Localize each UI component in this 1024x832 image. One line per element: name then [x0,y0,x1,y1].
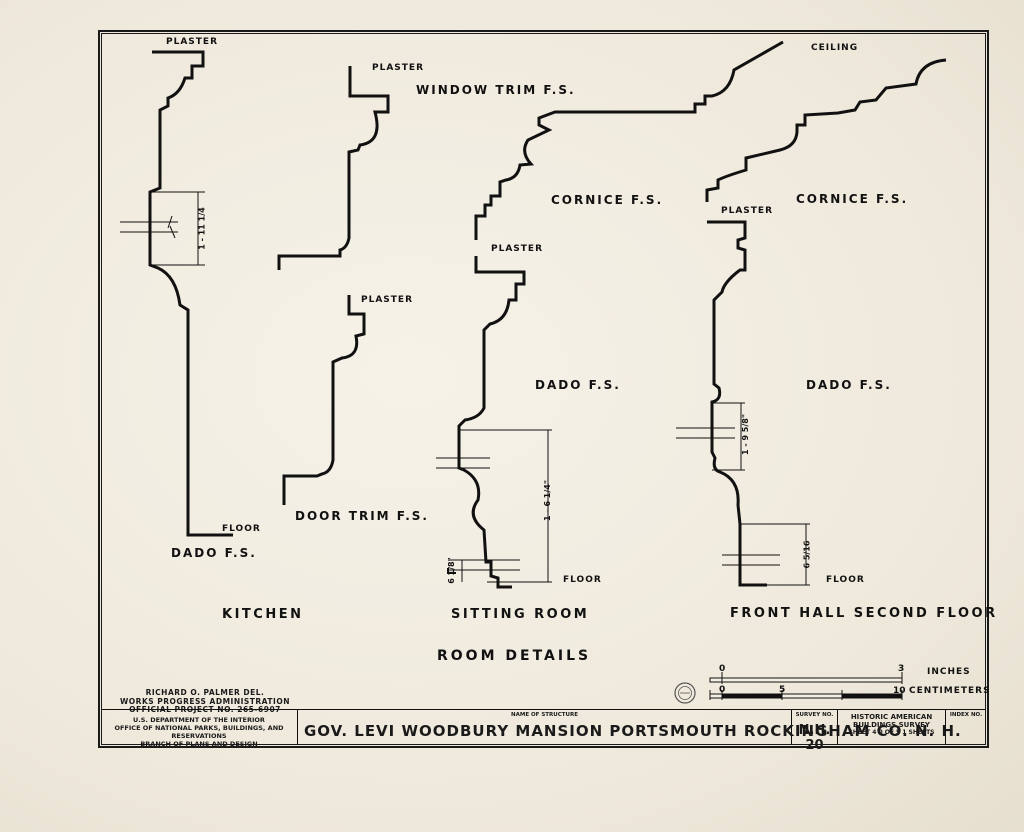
agency-line-1: U.S. DEPARTMENT OF THE INTERIOR [133,716,265,724]
room-kitchen: KITCHEN [222,607,304,622]
room-front-hall: FRONT HALL SECOND FLOOR [730,606,998,621]
index-caption: INDEX NO. [949,712,983,718]
title-block-survey: SURVEY NO. N.H. 20 [791,710,837,753]
title-block-agency: U.S. DEPARTMENT OF THE INTERIOR OFFICE O… [101,710,297,748]
sitting-dado-label: DADO F.S. [535,378,621,392]
hall-base-dimension: 6 5/16 [802,540,812,569]
habs-seal-icon [674,682,696,704]
credit-line-1: RICHARD O. PALMER DEL. [145,688,265,697]
door-trim-profile [282,295,366,505]
kitchen-dado-label: DADO F.S. [171,546,257,560]
scale-cm-0: 0 [719,685,726,695]
plaster-label-sitting: PLASTER [491,244,543,254]
title-block-rule [101,709,986,710]
scale-cm-10: 10 [893,686,906,696]
sheet-border [98,30,989,748]
title-block-habs: HISTORIC AMERICAN BUILDINGS SURVEY SHEET… [837,710,945,745]
hall-dado-dimension: 1 - 9 5/8" [741,413,751,456]
hall-dado-label: DADO F.S. [806,378,892,392]
door-trim-label: DOOR TRIM F.S. [295,509,429,523]
sitting-cornice-label: CORNICE F.S. [551,193,664,207]
sheet-inner-border [101,33,986,745]
habs-line-1: HISTORIC AMERICAN [850,713,933,721]
agency-line-3: BRANCH OF PLANS AND DESIGN [140,740,258,748]
survey-number: N.H. 20 [798,723,831,753]
plaster-label-kitchen: PLASTER [166,37,218,47]
scale-cm-label: CENTIMETERS [909,686,991,696]
structure-name-caption: NAME OF STRUCTURE [510,712,578,718]
hall-cornice-label: CORNICE F.S. [796,192,909,206]
hall-cornice-profile [705,58,947,202]
room-sitting-room: SITTING ROOM [451,607,590,622]
credit-line-2: WORKS PROGRESS ADMINISTRATION [120,696,290,706]
sheet-number: SHEET 4 0 OF 5 1 SHEETS [848,729,935,736]
plaster-label-hall: PLASTER [721,206,773,216]
habs-line-2: BUILDINGS SURVEY [853,721,930,729]
sheet-title: ROOM DETAILS [437,648,592,664]
survey-caption: SURVEY NO. [795,712,834,718]
plaster-label-window: PLASTER [372,63,424,73]
ceiling-label: CEILING [811,43,859,53]
agency-line-2: OFFICE OF NATIONAL PARKS, BUILDINGS, AND… [114,724,284,740]
structure-name: GOV. LEVI WOODBURY MANSION PORTSMOUTH RO… [304,722,962,740]
hall-dado-profile [707,220,767,587]
scale-in-0: 0 [719,664,726,674]
plaster-label-door: PLASTER [361,295,413,305]
kitchen-dado-profile [148,50,233,537]
title-block-structure: NAME OF STRUCTURE GOV. LEVI WOODBURY MAN… [297,710,961,745]
sitting-base-dimension: 6 1/8" [446,557,456,584]
scale-inches-label: INCHES [927,667,971,677]
sitting-dado-profile [457,256,526,589]
graphic-scale [709,672,903,700]
sitting-cornice-profile [474,40,784,240]
kitchen-dado-dimension: 1 - 11 1/4 [197,207,207,250]
sitting-dado-dimension: 1 - 6 1/4" [543,479,553,522]
title-block-index: INDEX NO. [945,710,986,745]
window-trim-profile [277,66,390,270]
scale-in-3: 3 [898,664,905,674]
floor-label-kitchen: FLOOR [222,524,261,534]
floor-label-hall: FLOOR [826,575,865,585]
scale-cm-5: 5 [779,685,786,695]
floor-label-sitting: FLOOR [563,575,602,585]
window-trim-label: WINDOW TRIM F.S. [416,83,576,97]
